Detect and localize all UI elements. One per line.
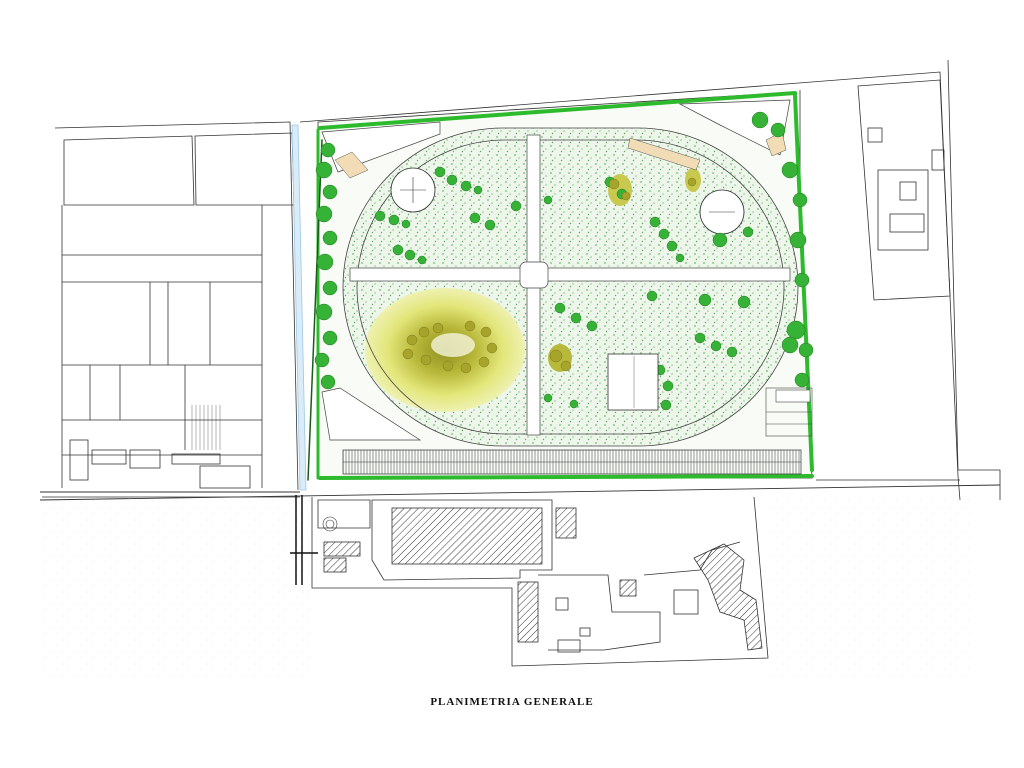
pavilion-building xyxy=(607,353,659,411)
field-texture xyxy=(42,500,970,680)
spiral-ramp xyxy=(322,516,338,532)
hatched-buildings xyxy=(323,507,763,651)
irrigation-ditch xyxy=(291,124,307,491)
main-road xyxy=(39,484,1001,501)
meadow-core xyxy=(402,177,697,374)
field-stripes xyxy=(191,405,221,450)
tree-groves xyxy=(314,111,814,411)
central-cross-path xyxy=(349,134,791,436)
access-ramps xyxy=(321,99,791,441)
drawing-title: PLANIMETRIA GENERALE xyxy=(430,696,594,708)
parking-strip xyxy=(342,449,802,475)
east-parking-block xyxy=(765,387,813,437)
oval-path-ring xyxy=(342,127,799,447)
surrounding-lots-west xyxy=(42,121,300,498)
